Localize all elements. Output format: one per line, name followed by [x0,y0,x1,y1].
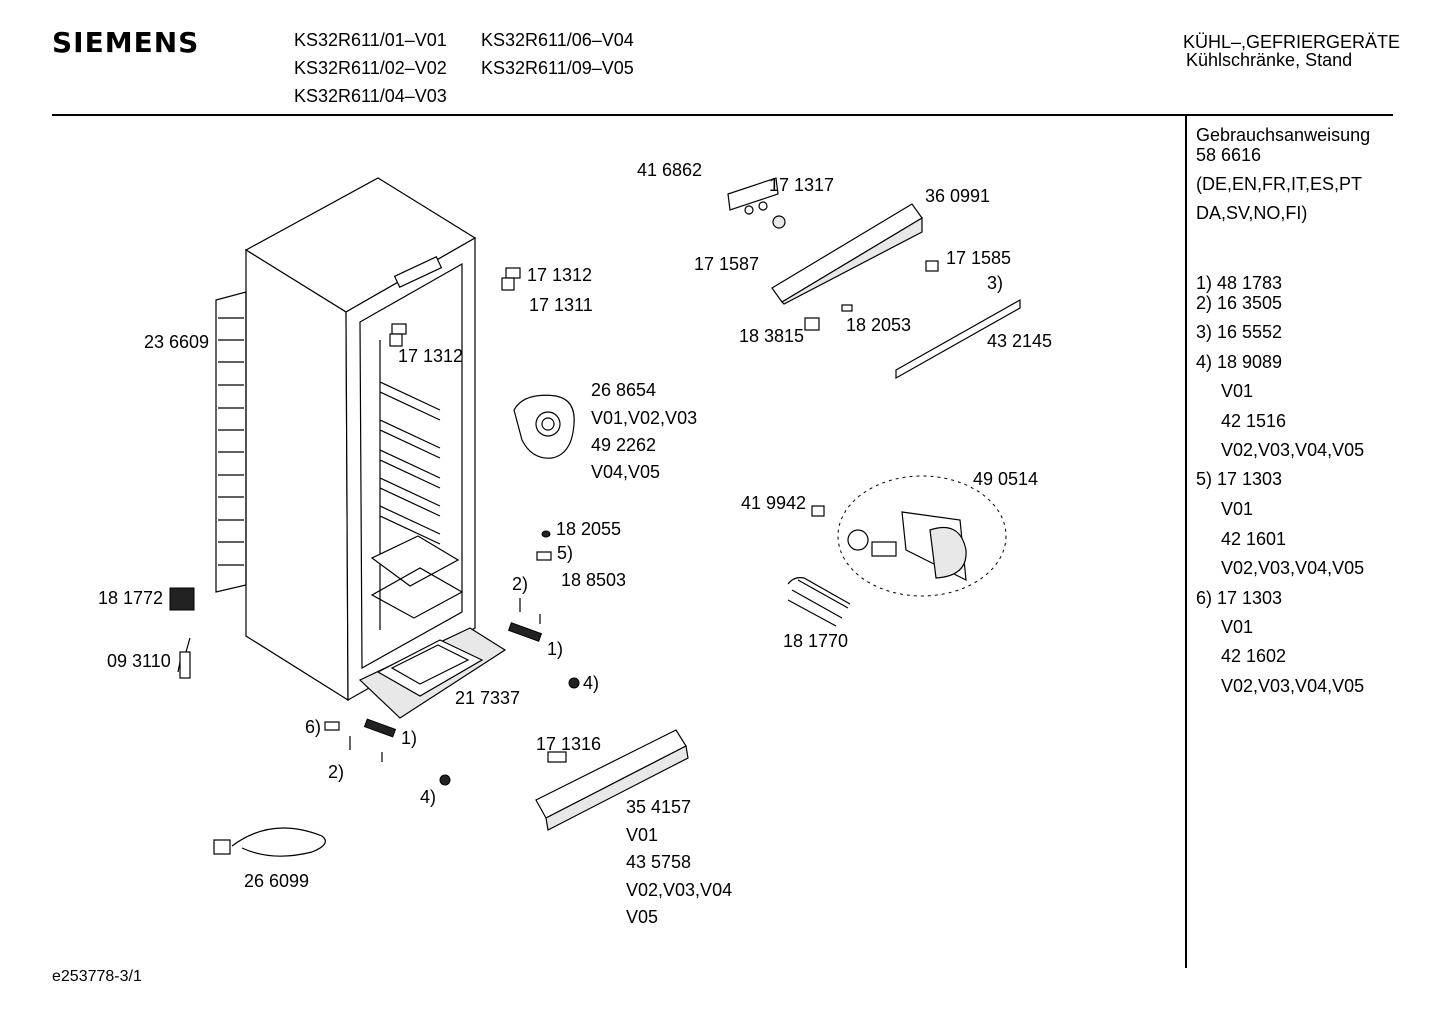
part-number-label: 26 8654 [591,380,657,400]
part-number-label: 17 1312 [527,265,593,285]
header-divider [52,114,1393,116]
part-number-label: 18 8503 [561,570,627,590]
callout-label: 4) [420,787,437,807]
part-number-label: 36 0991 [925,186,991,206]
category-title: KÜHL–,GEFRIERGERÄTE [1183,32,1401,52]
model-number: KS32R611/09–V05 [481,58,634,78]
fan-drawing [513,394,575,459]
sidebar-languages: (DE,EN,FR,IT,ES,PT [1196,174,1363,194]
sidebar-item: 6) 17 1303 [1196,588,1283,608]
part-number-label: 49 2262 [591,435,657,455]
sidebar-item: 2) 16 3505 [1196,293,1283,313]
sidebar-number: 58 6616 [1196,145,1262,165]
part-number-label: 23 6609 [144,332,210,352]
sidebar-item: V01 [1221,617,1254,637]
document-code: e253778-3/1 [52,968,142,985]
variant-label: V02,V03,V04 [626,880,733,900]
variant-label: V05 [626,907,659,927]
part-number-label: 09 3110 [107,651,171,671]
door-shelf-drawing [535,729,689,831]
control-panel-drawing [727,177,1021,380]
part-number-label: 21 7337 [455,688,521,708]
model-number: KS32R611/01–V01 [294,30,447,50]
drip-tray-drawing [358,627,507,719]
category-subtitle: Kühlschränke, Stand [1186,50,1353,70]
sidebar-item: 42 1601 [1221,529,1287,549]
part-number-label: 17 1312 [398,346,464,366]
sidebar-item: V01 [1221,499,1254,519]
callout-label: 5) [557,543,574,563]
sidebar-item: 3) 16 5552 [1196,322,1283,342]
variant-label: V01,V02,V03 [591,408,698,428]
part-number-label: 17 1316 [536,734,602,754]
sidebar-item: V02,V03,V04,V05 [1221,440,1365,460]
part-number-label: 18 3815 [739,326,805,346]
sidebar-item: 1) 48 1783 [1196,273,1283,293]
small-parts-drawing [169,530,580,786]
variant-label: V04,V05 [591,462,661,482]
sidebar-item: V01 [1221,381,1254,401]
model-number: KS32R611/04–V03 [294,86,447,106]
model-number: KS32R611/06–V04 [481,30,634,50]
part-number-label: 17 1317 [769,175,835,195]
part-number-label: 49 0514 [973,469,1039,489]
part-number-label: 18 1772 [98,588,164,608]
part-number-label: 43 2145 [987,331,1053,351]
callout-label: 6) [305,717,322,737]
callout-label: 1) [547,639,564,659]
callout-label: 4) [583,673,600,693]
hinge-parts-drawing [363,267,543,738]
part-number-label: 35 4157 [626,797,692,817]
part-number-label: 18 2053 [846,315,912,335]
fridge-cabinet-drawing [244,177,477,702]
sidebar-item: 5) 17 1303 [1196,469,1283,489]
sidebar-item: V02,V03,V04,V05 [1221,676,1365,696]
part-number-label: 18 2055 [556,519,622,539]
sidebar-item: 4) 18 9089 [1196,352,1283,372]
part-number-label: 41 6862 [637,160,703,180]
brand-logo: SIEMENS [52,26,200,59]
model-number: KS32R611/02–V02 [294,58,447,78]
part-number-label: 41 9942 [741,493,807,513]
part-number-label: 43 5758 [626,852,692,872]
sidebar-title: Gebrauchsanweisung [1196,125,1371,145]
lamp-assembly-drawing [787,475,1007,627]
variant-label: V01 [626,825,659,845]
part-number-label: 17 1587 [694,254,760,274]
part-number-label: 26 6099 [244,871,310,891]
part-number-label: 17 1311 [529,295,593,315]
part-number-label: 17 1585 [946,248,1012,268]
sidebar-divider [1185,116,1187,968]
callout-label: 2) [512,574,529,594]
power-cable-drawing [213,827,326,857]
callout-label: 3) [987,273,1004,293]
part-number-label: 18 1770 [783,631,849,651]
callout-label: 1) [401,728,418,748]
callout-label: 2) [328,762,345,782]
sidebar-item: V02,V03,V04,V05 [1221,558,1365,578]
sidebar-item: 42 1516 [1221,411,1287,431]
condenser-drawing [215,291,247,593]
sidebar-item: 42 1602 [1221,646,1287,666]
sidebar-languages: DA,SV,NO,FI) [1196,203,1308,223]
